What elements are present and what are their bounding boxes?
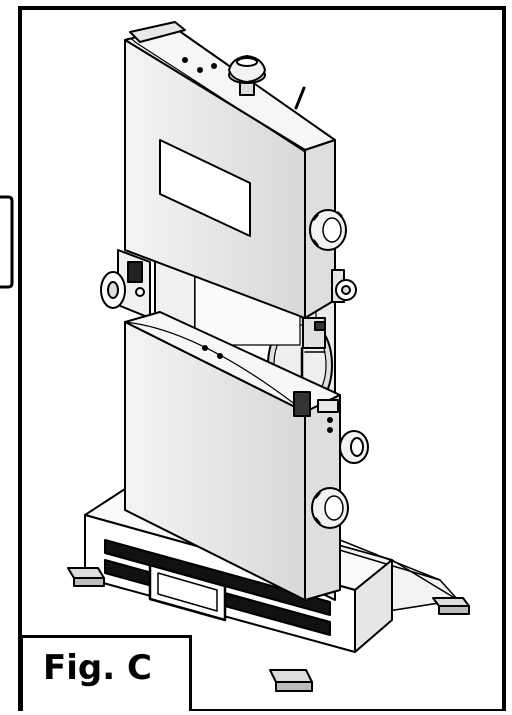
margin-tab — [0, 195, 14, 289]
upper-blade-guide — [302, 317, 326, 353]
foot-front-left — [67, 567, 105, 587]
tracking-knob-middle — [339, 430, 369, 464]
guide-post-knob — [331, 269, 357, 303]
figure-label: Fig. C — [43, 648, 152, 688]
upper-window — [159, 139, 251, 237]
tension-knob — [228, 55, 266, 96]
blade-tension-handle — [100, 249, 151, 319]
tracking-knob-lower — [311, 487, 349, 529]
figure-label-box: Fig. C — [20, 635, 192, 711]
tracking-knob-upper — [309, 209, 347, 251]
lower-blade-guide — [293, 391, 339, 417]
foot-front-right — [269, 669, 313, 692]
tension-rod — [294, 86, 306, 110]
foot-back-right — [432, 597, 470, 615]
